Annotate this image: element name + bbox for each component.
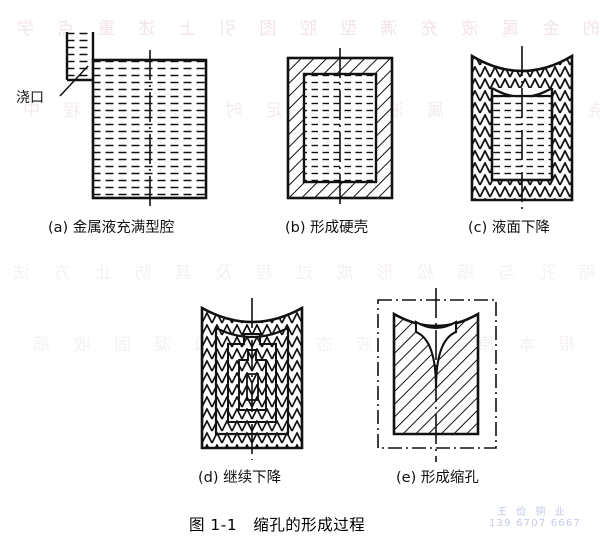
- subfigure-c-caption: (c) 液面下降: [468, 220, 550, 236]
- watermark-company: 王 俭 铜 业: [497, 507, 568, 518]
- figure-caption: 图 1-1 缩孔的形成过程: [189, 516, 366, 534]
- subfigure-d-caption: (d) 继续下降: [198, 470, 282, 486]
- subfigure-b-caption: (b) 形成硬壳: [285, 220, 369, 236]
- subfigure-e-diagram: [370, 288, 520, 463]
- watermark-phone: 139 6707 6667: [489, 518, 581, 529]
- pouring-gate-label: 浇口: [16, 90, 44, 106]
- subfigure-a-caption: (a) 金属液充满型腔: [48, 220, 175, 236]
- subfigure-a-diagram: [40, 30, 240, 215]
- subfigure-c-diagram: [460, 30, 590, 215]
- subfigure-e-caption: (e) 形成缩孔: [396, 470, 479, 486]
- subfigure-b-diagram: [278, 30, 408, 215]
- subfigure-d-diagram: [192, 288, 322, 463]
- ghost-text-line-3: 铸 件 的 缩 孔 与 缩 松 形 成 过 程 及 其 防 止 方 法: [4, 263, 600, 283]
